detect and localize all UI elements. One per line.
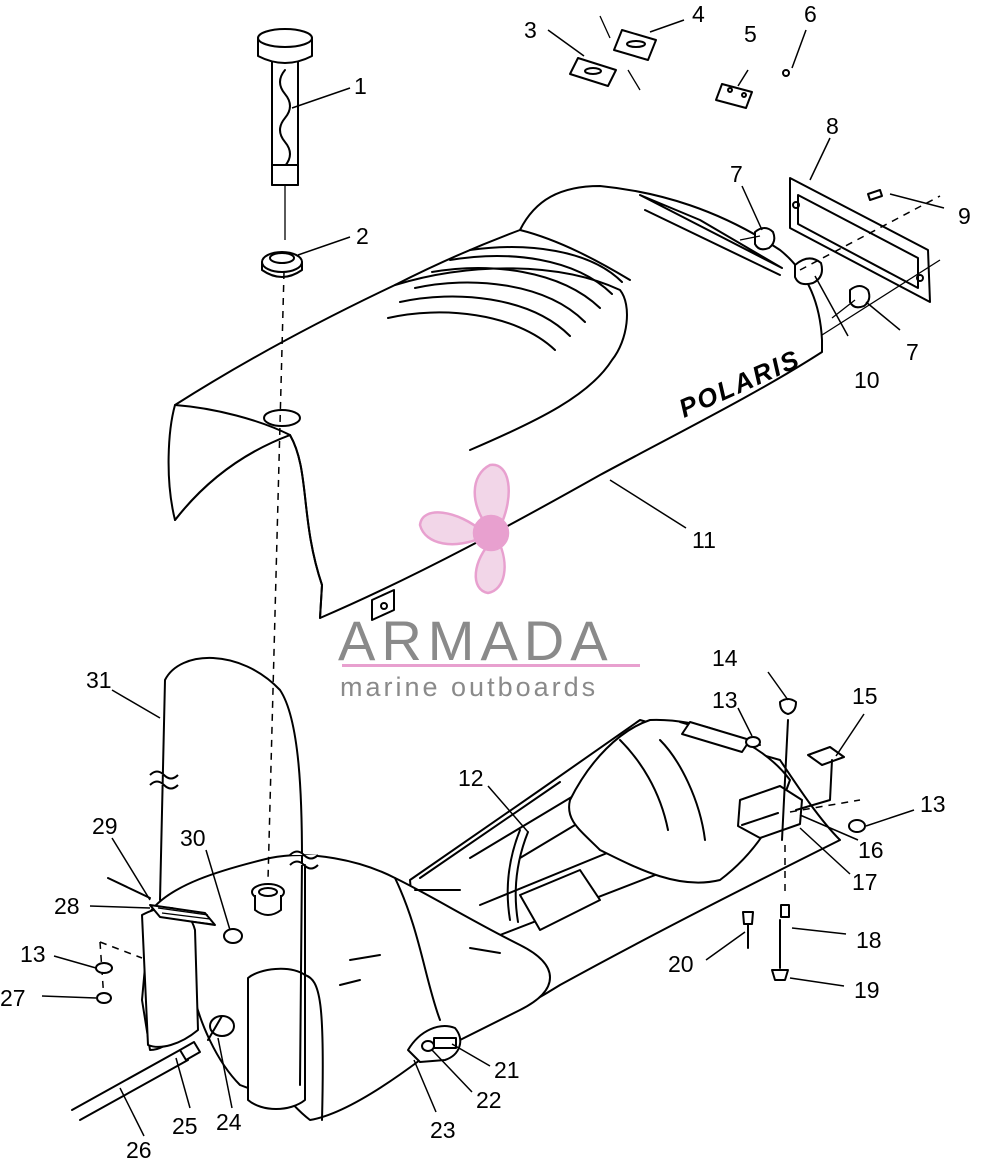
callout-25: 25	[172, 1113, 198, 1139]
callout-12: 12	[458, 765, 484, 791]
callout-5: 5	[744, 21, 757, 47]
callout-1: 1	[354, 73, 367, 99]
filler-centerline	[267, 271, 285, 881]
callout-13-right: 13	[920, 791, 946, 817]
seat-hood-part: POLARIS	[167, 185, 823, 621]
callout-17: 17	[852, 869, 878, 895]
callout-18: 18	[856, 927, 882, 953]
callout-11: 11	[692, 527, 716, 553]
callout-26: 26	[126, 1137, 152, 1160]
callout-4: 4	[692, 1, 705, 27]
tank-base-part	[71, 656, 866, 1121]
callout-14: 14	[712, 645, 738, 671]
grommet-part	[261, 251, 303, 278]
callout-19: 19	[854, 977, 880, 1003]
callout-8: 8	[826, 113, 839, 139]
callout-7-lower: 7	[906, 339, 919, 365]
callout-28: 28	[54, 893, 80, 919]
callout-10: 10	[854, 367, 880, 393]
callout-24: 24	[216, 1109, 242, 1135]
plates-part	[569, 15, 790, 109]
watermark-rule	[342, 664, 640, 667]
filler-cap-part	[257, 28, 313, 240]
callout-9: 9	[958, 203, 971, 229]
watermark-tagline: marine outboards	[340, 672, 598, 702]
callout-3: 3	[524, 17, 537, 43]
callout-20: 20	[668, 951, 694, 977]
callout-15: 15	[852, 683, 878, 709]
callout-13-upper: 13	[712, 687, 738, 713]
callout-7-upper: 7	[730, 161, 743, 187]
callout-27: 27	[0, 985, 26, 1011]
callout-23: 23	[430, 1117, 456, 1143]
callout-13-left: 13	[20, 941, 46, 967]
callout-30: 30	[180, 825, 206, 851]
watermark-brand: ARMADA	[338, 609, 614, 672]
callout-21: 21	[494, 1057, 520, 1083]
tail-light-part	[739, 177, 941, 336]
callout-29: 29	[92, 813, 118, 839]
callout-6: 6	[804, 1, 817, 27]
propeller-icon	[418, 463, 510, 595]
callout-31: 31	[86, 667, 112, 693]
callout-2: 2	[356, 223, 369, 249]
armada-watermark: ARMADA marine outboards	[338, 463, 640, 702]
leader-lines	[41, 19, 945, 1137]
callout-22: 22	[476, 1087, 502, 1113]
callout-16: 16	[858, 837, 884, 863]
